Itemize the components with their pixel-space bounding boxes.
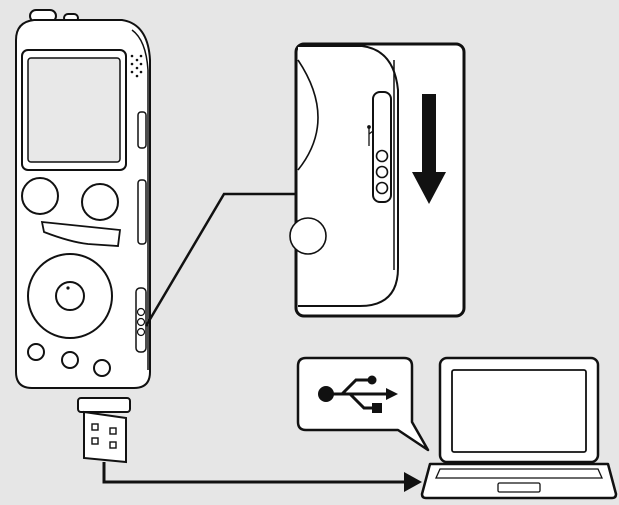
usb-plug-hole-4 [109,441,117,449]
recorder-center-key [40,220,122,247]
laptop-keyboard-area [434,468,604,479]
recorder-slide-knob-c [136,327,146,337]
recorder-display-screen [27,57,121,163]
usb-plug-collar [77,397,131,413]
laptop-screen [451,369,587,453]
recorder-slide-knob-b [136,317,146,327]
arrow-right-icon [102,462,404,484]
callout-leader-line [144,192,298,327]
usb-plug-hole-2 [109,427,117,435]
recorder-play-dot [66,286,70,290]
closeup-usb-mark-icon [367,125,374,146]
recorder-button-right [81,183,119,221]
recorder-volume-switch [137,179,147,245]
recorder-hold-switch [137,111,147,149]
usb-speech-bubble [296,356,430,452]
callout-device-closeup [289,45,399,307]
recorder-side-bevel [131,29,149,370]
recorder-button-left [21,177,59,215]
recorder-play-button [55,281,85,311]
usb-plug-connector [83,410,127,464]
closeup-button-arc [289,217,327,255]
voice-recorder [15,9,151,464]
closeup-slide-knob-a [375,149,389,163]
usb-plug-hole-3 [91,437,99,445]
closeup-wheel-arc [297,59,319,171]
laptop-touchpad [497,482,541,493]
mic-grille [130,54,143,78]
usb-icon [318,375,398,413]
zoom-callout [144,42,466,327]
closeup-slide-knob-c [375,181,389,195]
arrow-down-icon [412,94,446,204]
laptop-computer [420,356,618,500]
bubble-outline [296,356,430,452]
recorder-slide-knob-a [136,307,146,317]
connection-arrowhead [404,472,422,492]
closeup-slide-knob-b [375,165,389,179]
usb-plug-hole-1 [91,423,99,431]
recorder-bottom-button-1 [27,343,45,361]
recorder-bottom-button-3 [93,359,111,377]
recorder-bottom-button-2 [61,351,79,369]
